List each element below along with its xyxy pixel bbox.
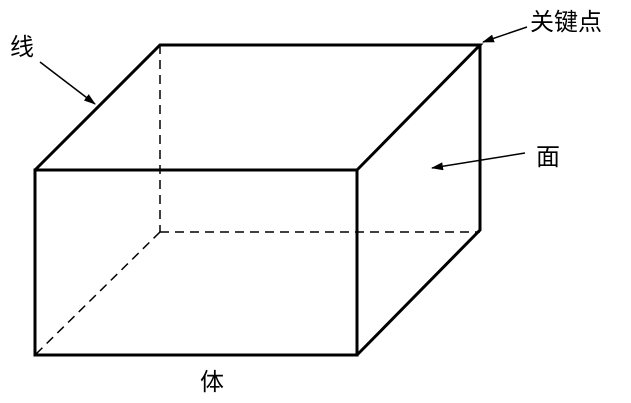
label-face: 面: [536, 143, 560, 171]
hidden-edges: [34, 45, 480, 356]
label-body: 体: [200, 368, 224, 396]
front-face: [33, 168, 359, 357]
face-arrow: [431, 152, 526, 171]
label-keypoint: 关键点: [530, 8, 602, 36]
visible-edges: [33, 43, 484, 357]
label-line: 线: [10, 33, 34, 61]
keypoint-arrow: [482, 26, 528, 43]
line-arrow: [39, 61, 96, 105]
right-face-edges: [355, 45, 482, 357]
annotations: 线 关键点 面 体: [10, 8, 602, 396]
hidden-edge-bottom-left: [34, 231, 161, 356]
top-face-edges: [33, 43, 484, 172]
